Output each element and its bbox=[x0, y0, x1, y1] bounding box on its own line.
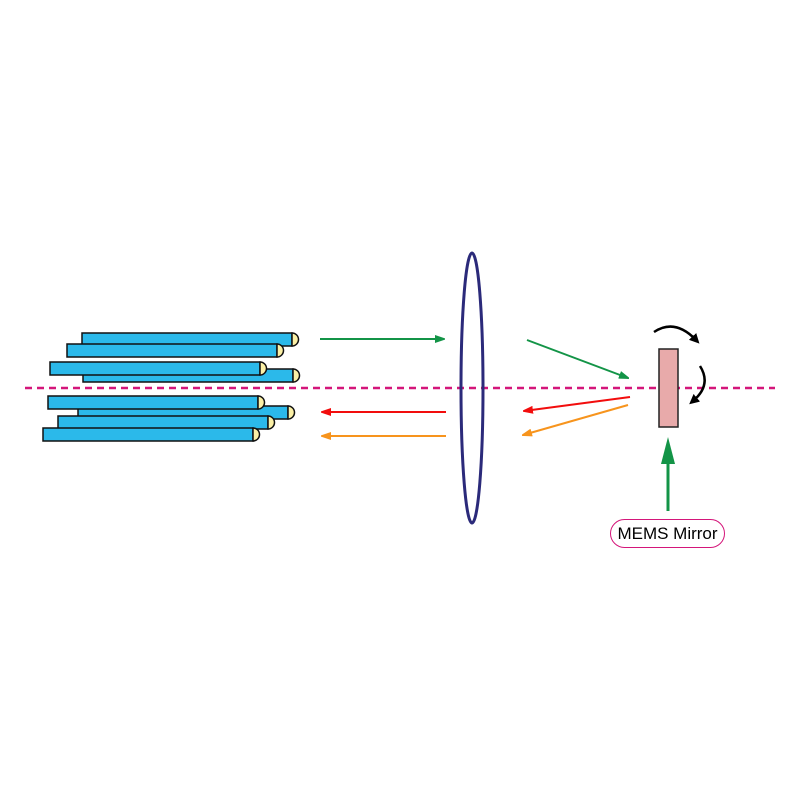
fiber-body bbox=[57, 415, 269, 430]
fiber-lens-tip bbox=[287, 405, 296, 420]
fiber-lens-tip bbox=[292, 368, 301, 383]
fiber-lens-tip bbox=[259, 361, 268, 376]
optical-fiber bbox=[47, 395, 266, 410]
fiber-lens-tip bbox=[291, 332, 300, 347]
fiber-lens-tip bbox=[257, 395, 266, 410]
lens bbox=[459, 251, 485, 525]
incident-beam-to-mirror bbox=[526, 339, 628, 378]
fiber-body bbox=[66, 343, 278, 358]
fiber-body bbox=[47, 395, 259, 410]
optical-fiber bbox=[49, 361, 268, 376]
fiber-body bbox=[49, 361, 261, 376]
mems-mirror bbox=[658, 348, 679, 428]
optical-fiber bbox=[81, 332, 300, 347]
mems-mirror-label: MEMS Mirror bbox=[610, 519, 725, 548]
rotation-arrow-top-icon bbox=[653, 325, 700, 344]
optical-fiber bbox=[57, 415, 276, 430]
mirror-pointer-arrowhead bbox=[661, 437, 675, 464]
fiber-lens-tip bbox=[276, 343, 285, 358]
optical-fiber bbox=[42, 427, 261, 442]
fiber-lens-tip bbox=[267, 415, 276, 430]
fiber-array bbox=[42, 332, 301, 442]
fiber-lens-tip bbox=[252, 427, 261, 442]
reflected-orange-beam-to-lens bbox=[523, 404, 629, 435]
reflected-red-beam-to-lens bbox=[524, 396, 631, 411]
fiber-body bbox=[42, 427, 254, 442]
rotation-arrow-right-icon bbox=[689, 365, 706, 405]
optical-fiber bbox=[66, 343, 285, 358]
